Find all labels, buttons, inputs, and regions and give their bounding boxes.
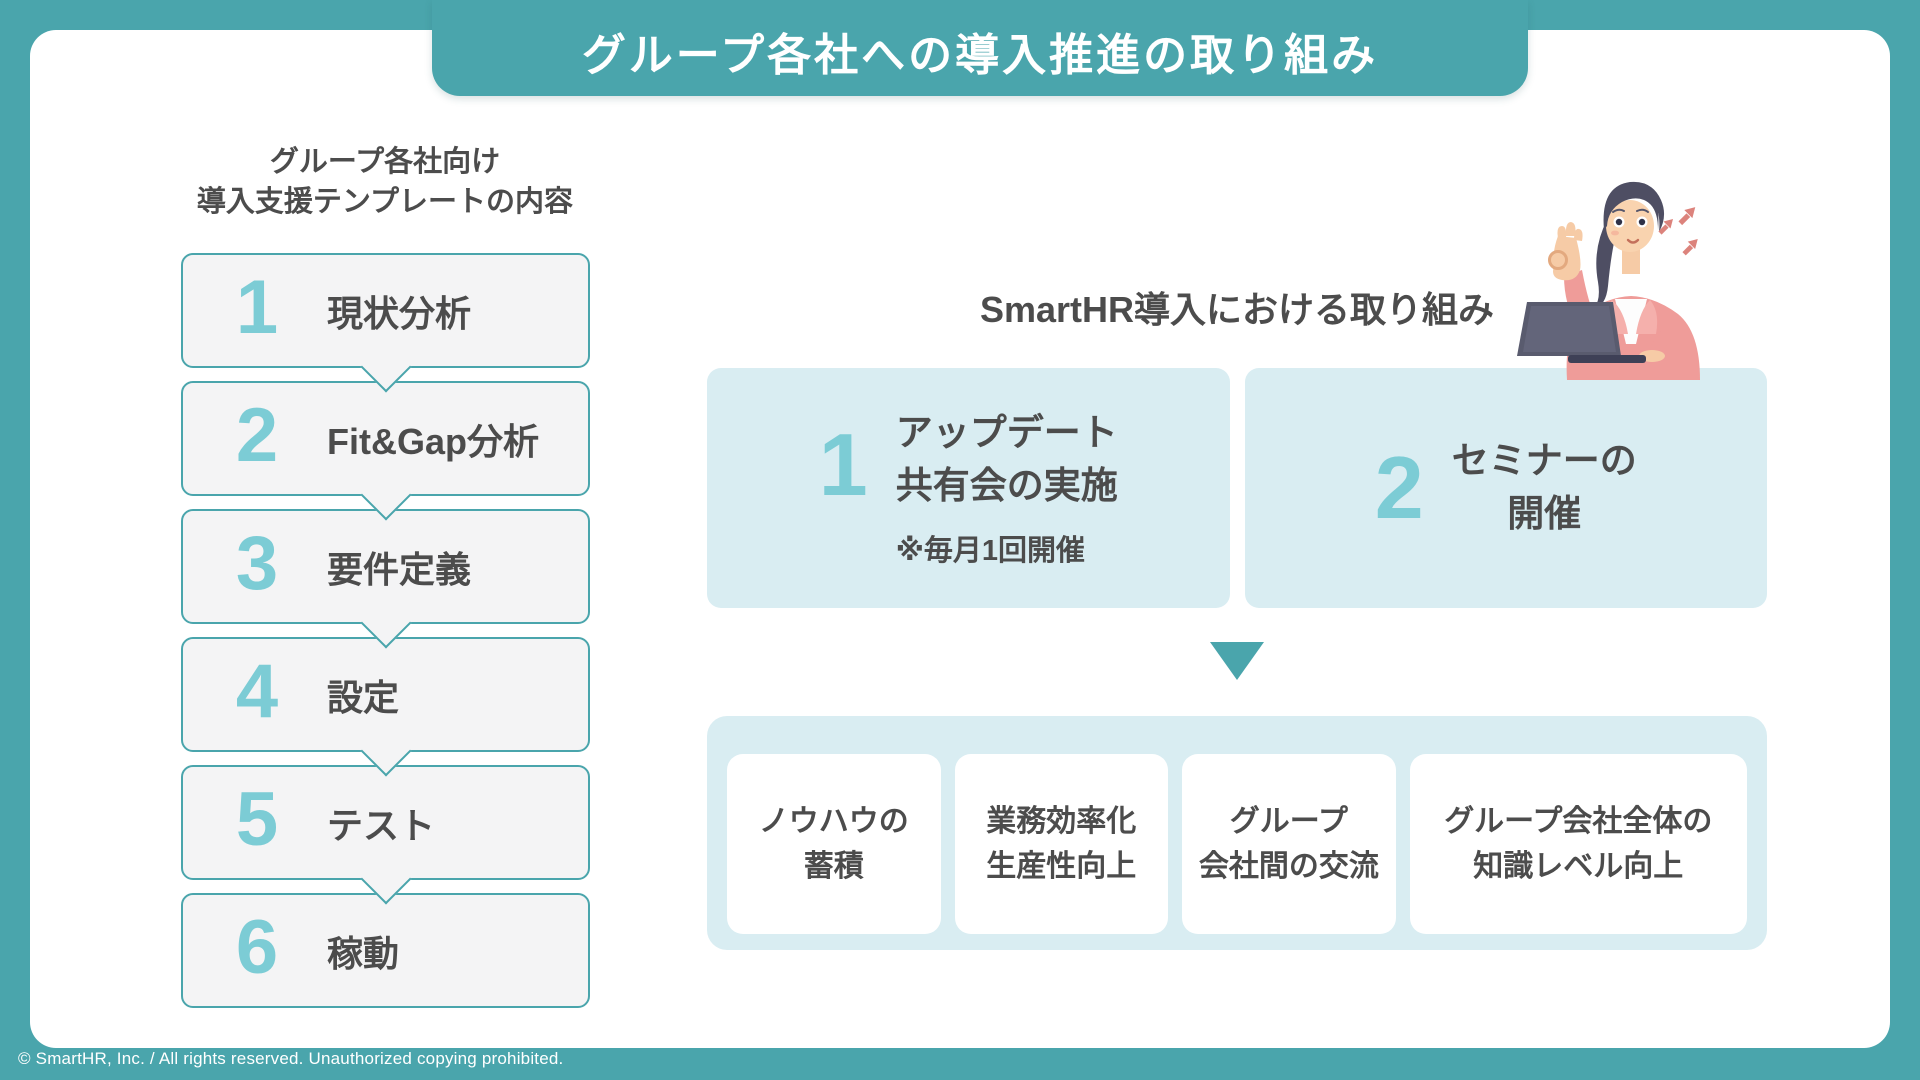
outcome-card-4: グループ会社全体の 知識レベル向上 [1409,754,1747,934]
step-number: 4 [235,648,279,734]
copyright-footer: © SmartHR, Inc. / All rights reserved. U… [18,1049,564,1068]
left-heading-line2: 導入支援テンプレートの内容 [196,186,574,219]
step-number: 3 [235,520,279,606]
step-number: 1 [235,264,279,350]
step-label: 要件定義 [327,548,472,590]
initiative-text: アップデート 共有会の実施 ※毎月1回開催 [896,407,1118,569]
initiative-title-line2: 共有会の実施 [895,465,1118,506]
ok-hand [1548,222,1583,281]
down-arrow-icon [1210,642,1264,680]
left-column-heading: グループ各社向け 導入支援テンプレートの内容 [160,142,610,222]
initiatives-row: 1 アップデート 共有会の実施 ※毎月1回開催 2 セミナーの 開催 [707,368,1767,608]
step-label: Fit&Gap分析 [327,420,539,462]
step-number: 6 [235,904,279,990]
outcome-line2: 生産性向上 [986,850,1137,883]
outcome-line2: 蓄積 [803,850,864,883]
step-item-4: 4 設定 [181,637,590,777]
step-label: 現状分析 [327,292,472,334]
initiative-note: ※毎月1回開催 [895,534,1086,567]
outcome-card-3: グループ 会社間の交流 [1182,754,1396,934]
initiative-text: セミナーの 開催 [1452,435,1637,541]
initiative-number: 2 [1374,438,1424,537]
outcomes-panel: ノウハウの 蓄積 業務効率化 生産性向上 グループ 会社間の交流 グループ会社全… [707,716,1767,950]
template-steps-list: 1 現状分析 2 Fit&Gap分析 3 要件定義 4 設定 5 テスト 6 稼… [181,253,590,1021]
step-label: テスト [327,804,436,846]
outcome-line1: グループ会社全体の [1444,805,1713,838]
initiative-card-1: 1 アップデート 共有会の実施 ※毎月1回開催 [707,368,1230,608]
outcome-card-1: ノウハウの 蓄積 [727,754,941,934]
outcome-line1: グループ [1229,805,1348,838]
page-title: グループ各社への導入推進の取り組み [581,31,1379,80]
step-item-6: 6 稼動 [181,893,590,1008]
outcome-card-2: 業務効率化 生産性向上 [954,754,1169,934]
step-item-2: 2 Fit&Gap分析 [181,381,590,521]
step-item-5: 5 テスト [181,765,590,905]
step-item-1: 1 現状分析 [181,253,590,393]
woman-ok-sign-laptop-illustration [1517,181,1700,380]
outcome-line2: 知識レベル向上 [1473,850,1684,883]
step-label: 設定 [327,676,400,718]
right-section-heading: SmartHR導入における取り組み [979,289,1495,330]
left-heading-line1: グループ各社向け [269,146,501,178]
initiative-title-line1: アップデート [895,412,1118,454]
step-number: 2 [235,392,279,478]
title-banner: グループ各社への導入推進の取り組み [432,0,1528,96]
initiative-title-line1: セミナーの [1451,440,1637,482]
step-item-3: 3 要件定義 [181,509,590,649]
outcome-line1: ノウハウの [758,805,909,838]
initiative-title-line2: 開催 [1507,493,1582,534]
step-number: 5 [235,776,279,862]
outcome-line2: 会社間の交流 [1198,850,1379,883]
outcome-line1: 業務効率化 [986,805,1137,838]
initiative-card-2: 2 セミナーの 開催 [1244,368,1767,608]
growth-arrows [1658,207,1698,256]
initiative-number: 1 [818,415,868,514]
step-label: 稼動 [327,932,400,974]
